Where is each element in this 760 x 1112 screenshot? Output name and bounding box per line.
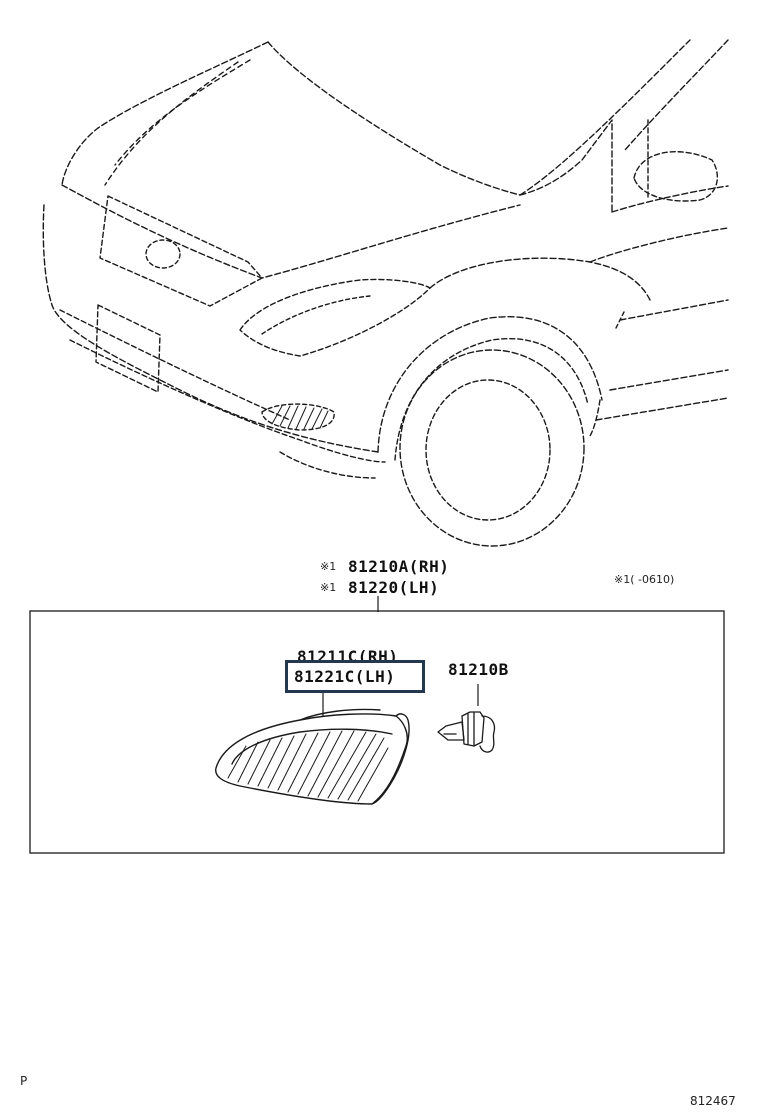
note-marker-rh: ※1: [320, 560, 337, 573]
note-marker-lh: ※1: [320, 581, 337, 594]
note-legend: ※1( -0610): [614, 573, 675, 586]
part-number-81210a-rh[interactable]: 81210A(RH): [348, 557, 450, 576]
diagram-number: 812467: [690, 1094, 736, 1108]
part-number-81210b[interactable]: 81210B: [448, 660, 509, 679]
highlight-box: [285, 660, 425, 693]
part-number-81220-lh[interactable]: 81220(LH): [348, 578, 440, 597]
footer-left-code: P: [20, 1074, 28, 1088]
part-number-81221c-lh[interactable]: 81221C(LH): [294, 667, 396, 686]
